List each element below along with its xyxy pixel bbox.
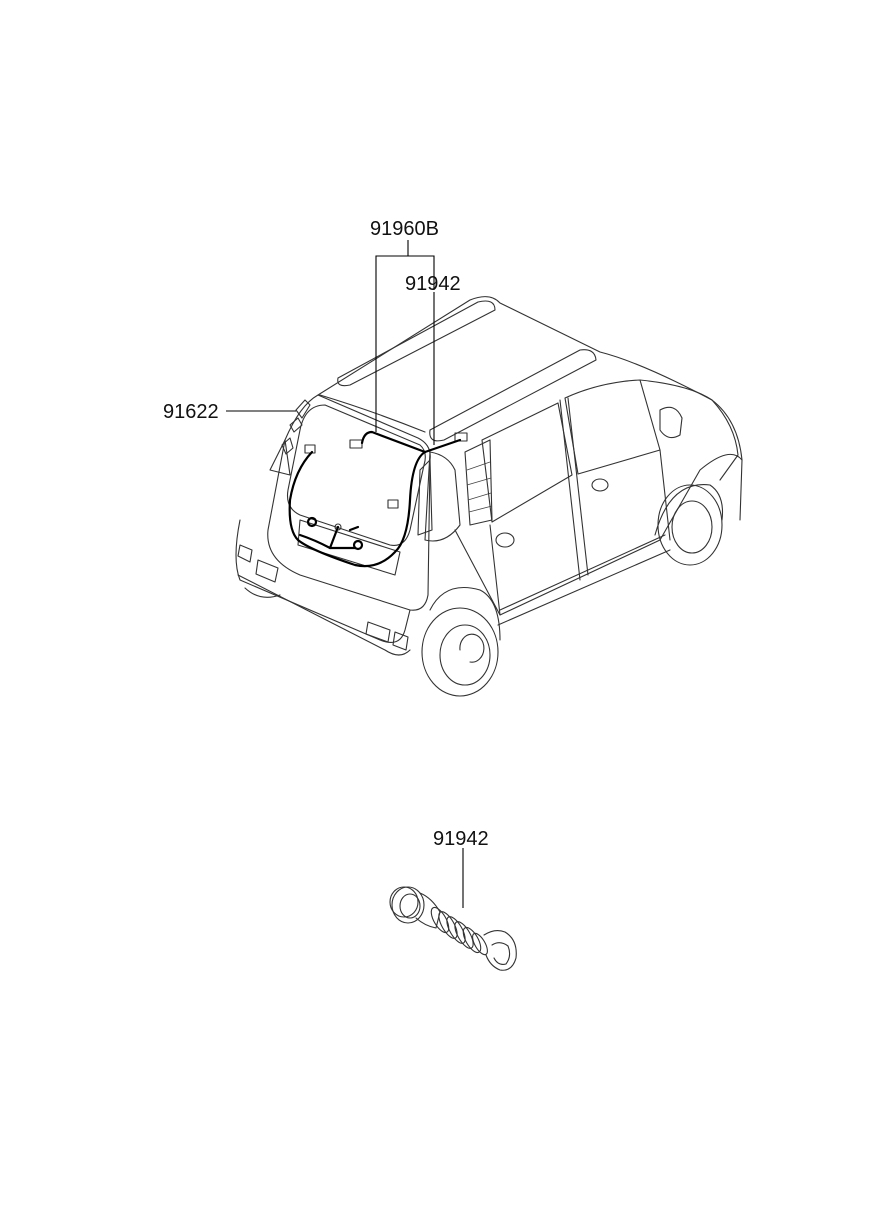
callout-91960b: 91960B xyxy=(370,218,439,240)
callout-91942-top: 91942 xyxy=(405,273,461,295)
callout-91622: 91622 xyxy=(163,401,219,423)
grommet-part-illustration xyxy=(389,886,517,971)
tailgate-wiring-harness xyxy=(288,430,462,568)
callout-leaders xyxy=(226,240,464,908)
vehicle-rear-view-illustration xyxy=(235,296,743,697)
callout-91942-detail: 91942 xyxy=(433,828,489,850)
